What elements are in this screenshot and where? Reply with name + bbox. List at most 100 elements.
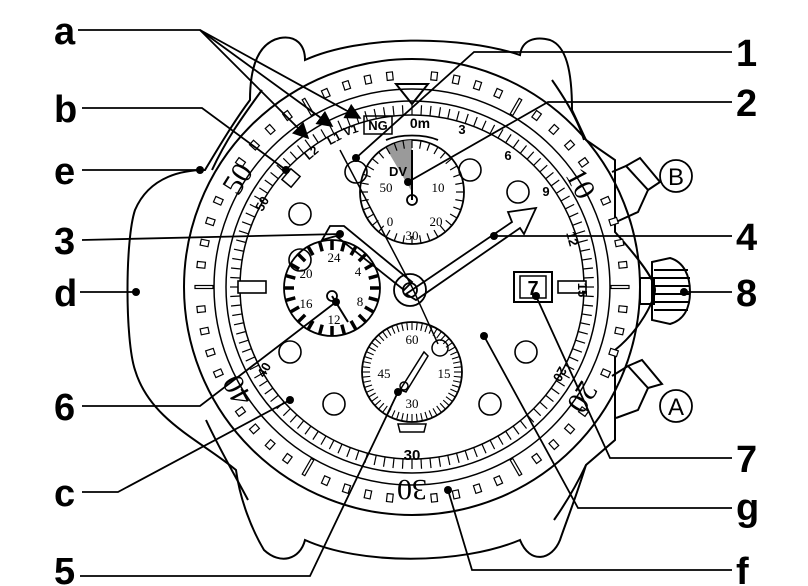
tick-mark [445, 158, 453, 165]
callout-d: d [54, 273, 77, 315]
bezel-tick [451, 489, 461, 500]
tick-mark [249, 203, 260, 210]
tick-mark [453, 375, 462, 378]
tick-mark [550, 179, 560, 187]
tick-mark [497, 435, 504, 445]
tick-mark [575, 339, 586, 344]
hour-marker-dot [478, 392, 502, 416]
tick-mark [577, 330, 588, 335]
bezel-tick [281, 109, 294, 122]
tick-mark [360, 182, 369, 185]
tick-mark [512, 425, 520, 435]
tick-mark [505, 430, 512, 440]
tick-mark [560, 372, 570, 379]
top-subdial-dv: DV [389, 164, 407, 179]
crown[interactable] [639, 256, 692, 326]
tick-mark [415, 413, 418, 422]
tick-mark [282, 157, 291, 166]
tick-mark [355, 450, 360, 461]
tick-mark [230, 276, 241, 279]
leader-f [447, 489, 732, 571]
tick-mark [236, 239, 247, 244]
tick-mark [282, 408, 291, 417]
bezel-tick [196, 305, 207, 314]
scale-9: 9 [542, 184, 549, 199]
tick-mark [450, 388, 458, 393]
lower-pusher[interactable] [611, 358, 664, 419]
tick-mark [289, 414, 298, 423]
tick-mark [428, 326, 433, 334]
upper-pusher[interactable] [611, 156, 662, 223]
date-value: 7 [527, 278, 538, 300]
tick-mark [420, 412, 423, 422]
tick-mark [512, 139, 520, 149]
bezel-tick [196, 260, 207, 269]
case-outline [126, 36, 657, 560]
tick-mark [232, 313, 243, 317]
tick-mark [555, 187, 565, 194]
tick-mark [340, 324, 347, 335]
bezel-triangle-marker [393, 83, 431, 106]
tick-mark [368, 392, 376, 398]
tick-mark [436, 331, 442, 339]
tick-mark [396, 411, 400, 420]
tick-mark [420, 322, 423, 332]
top-subdial-20: 20 [430, 214, 443, 229]
tick-mark [545, 171, 554, 180]
tick-mark [581, 313, 592, 317]
tick-mark [232, 257, 243, 261]
leader-c [82, 399, 291, 493]
leader-dots [132, 154, 688, 494]
tick-mark [364, 305, 375, 314]
tick-mark [312, 430, 319, 440]
callout-1: 1 [736, 33, 757, 75]
tick-mark [233, 322, 244, 326]
leader-b [82, 107, 287, 171]
tick-mark [304, 425, 312, 435]
tick-mark [289, 262, 300, 271]
callout-b: b [54, 89, 77, 131]
bezel-inner-ring [213, 88, 611, 486]
tick-mark [238, 339, 249, 344]
tick-mark [270, 394, 279, 403]
hour-hand [320, 225, 414, 292]
tick-mark [259, 380, 269, 387]
tick-mark [264, 179, 274, 187]
bezel-tick [281, 452, 294, 465]
bezel-tick [199, 238, 210, 248]
scale-12: 12 [563, 230, 581, 248]
bottom-subdial-ticks [362, 322, 462, 422]
left-subdial: 24 20 4 16 8 12 [283, 239, 381, 337]
tick-mark [289, 305, 300, 314]
minute-hand [404, 206, 538, 302]
tick-mark [568, 356, 579, 362]
bezel-tick [608, 347, 620, 358]
tick-mark [285, 296, 296, 303]
tick-mark [448, 346, 456, 352]
tick-mark [249, 364, 260, 371]
tick-mark [401, 322, 404, 332]
tick-mark [285, 273, 296, 280]
tick-mark [445, 342, 453, 348]
tick-mark [583, 295, 594, 298]
leader-3 [81, 233, 341, 241]
tick-mark [382, 405, 388, 413]
tick-mark [572, 348, 583, 353]
case-lug-line-right-bottom [553, 464, 587, 521]
tick-mark [382, 456, 386, 467]
leader-a-2 [199, 29, 334, 127]
tick-mark [526, 151, 535, 160]
bezel-tick [548, 438, 560, 451]
hour-marker-dot [322, 392, 346, 416]
bezel-tick [341, 79, 352, 91]
bezel-tick [264, 123, 276, 136]
left-subdial-20: 20 [300, 266, 313, 281]
bezel-tick [548, 123, 560, 136]
mode-indicators: L2 L1 V1 NG [280, 115, 393, 189]
bezel-tick [430, 492, 439, 503]
hour-marker-dot [288, 202, 312, 226]
tick-mark [264, 387, 274, 395]
watch-case [126, 36, 657, 560]
tick-mark [391, 410, 396, 418]
hour-marker-dot [514, 340, 538, 364]
